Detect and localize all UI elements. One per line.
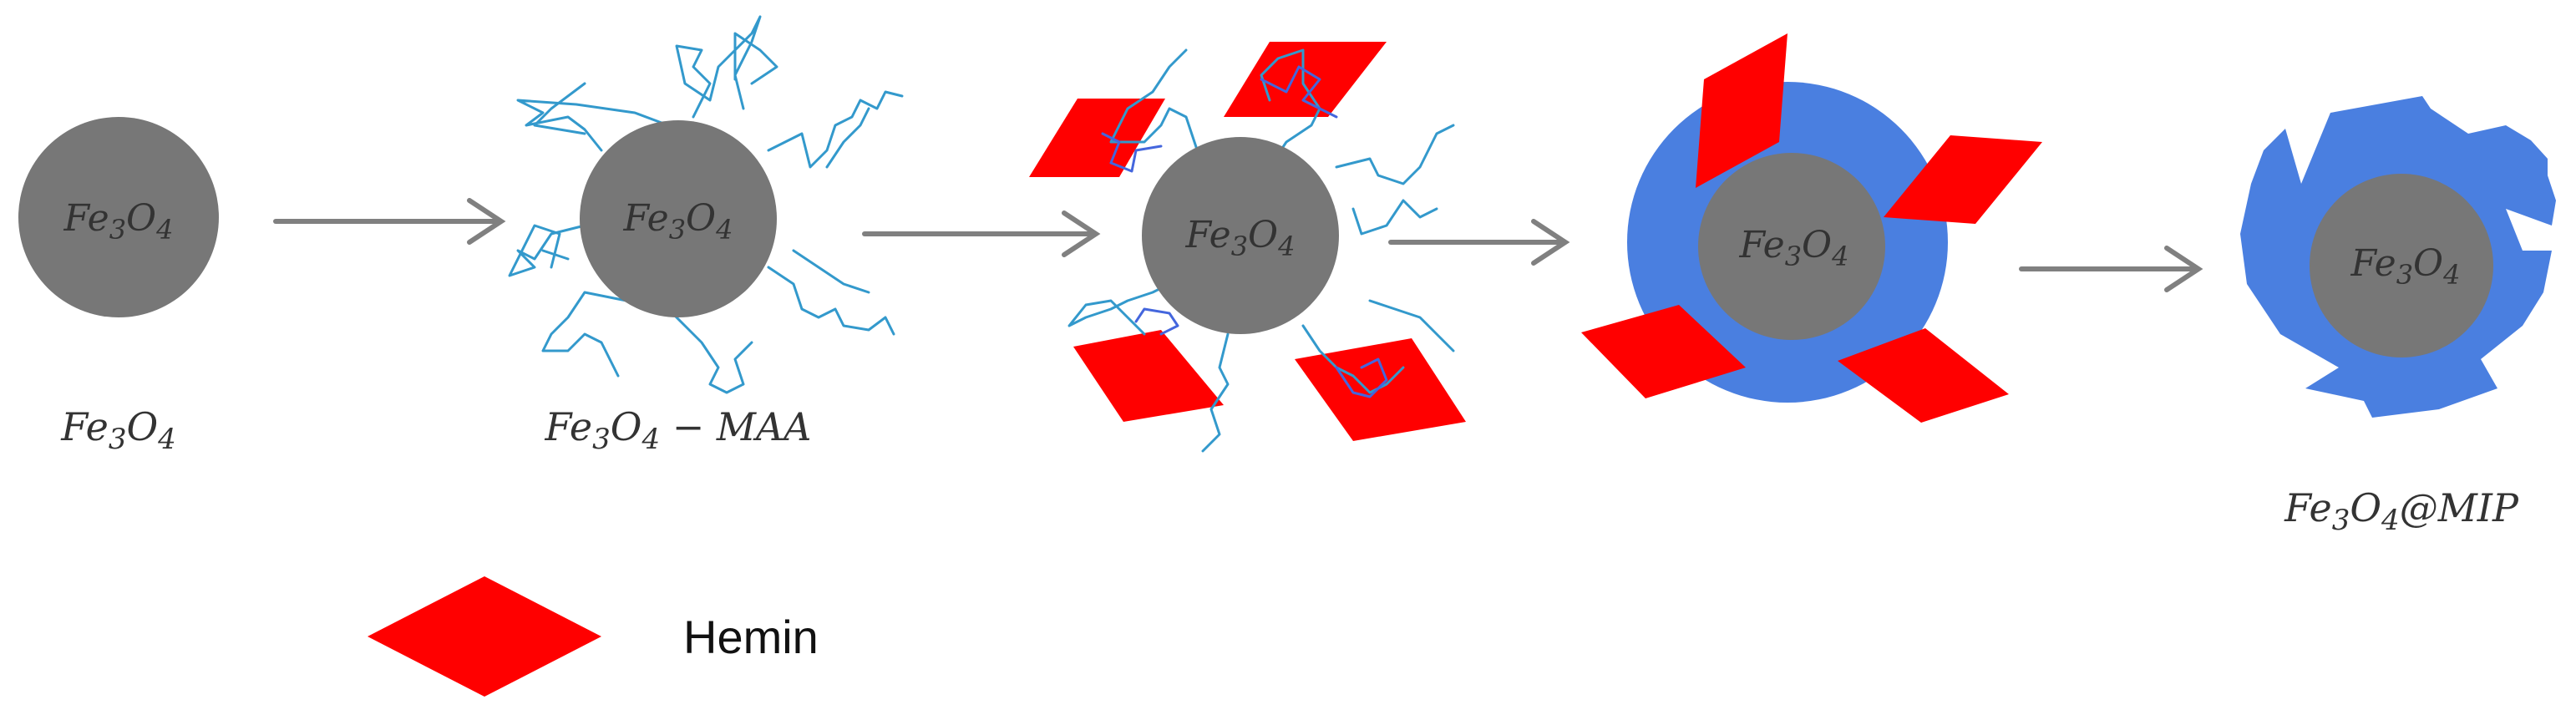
core-label: Fe3O4: [2350, 242, 2461, 291]
maa-chains: [1067, 48, 1455, 453]
step1-caption: Fe3O4: [60, 404, 176, 456]
hemin-shape: [1884, 135, 2042, 224]
step1-fe3o4-particle: Fe3O4: [18, 117, 219, 317]
step4-polymerized-particle: Fe3O4: [1581, 33, 2042, 423]
step2-caption: Fe3O4 − MAA: [545, 404, 812, 456]
core-label: Fe3O4: [63, 197, 174, 246]
legend-hemin-swatch: [368, 576, 601, 697]
fe3o4-core: [18, 117, 219, 317]
hemin-shape: [1696, 33, 1787, 188]
step3-complex-particle: Fe3O4: [1029, 42, 1466, 453]
step5-caption: Fe3O4@MIP: [2284, 485, 2519, 537]
core-label: Fe3O4: [1739, 224, 1849, 272]
legend: Hemin: [368, 576, 819, 697]
step5-fe3o4-mip-particle: Fe3O4: [2240, 96, 2556, 418]
fe3o4-core: [1142, 137, 1339, 334]
hemin-shape: [1224, 42, 1387, 117]
hemin-shape: [1073, 330, 1224, 422]
fe3o4-core: [1698, 153, 1885, 340]
arrow-4: [2019, 246, 2203, 292]
fe3o4-core: [580, 120, 777, 317]
core-label: Fe3O4: [623, 197, 733, 246]
arrow-3: [1388, 219, 1570, 266]
arrow-2: [862, 210, 1101, 257]
maa-chains: [508, 15, 904, 394]
legend-hemin-label: Hemin: [683, 611, 819, 663]
hemin-shape: [1838, 328, 2009, 423]
step2-fe3o4-maa-particle: Fe3O4: [508, 15, 904, 394]
arrow-1: [273, 198, 506, 245]
core-label: Fe3O4: [1185, 214, 1296, 262]
hemin-shape: [1029, 99, 1165, 177]
fe3o4-core: [2310, 174, 2493, 357]
hemin-shape: [1581, 305, 1746, 398]
hemin-shape: [1295, 338, 1466, 441]
